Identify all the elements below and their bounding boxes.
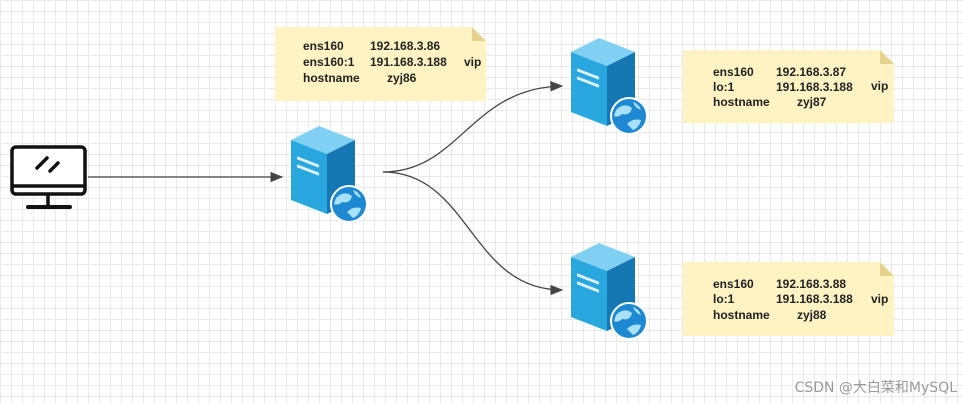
web-server-icon	[570, 242, 648, 340]
note-label: hostname	[713, 308, 770, 322]
vip-tag: vip	[871, 292, 889, 306]
note-label: ens160	[303, 39, 344, 53]
web-server-icon	[290, 125, 368, 223]
note-value: zyj87	[797, 95, 827, 109]
note-label: ens160:1	[303, 55, 355, 69]
note-label: hostname	[713, 95, 770, 109]
note-label: hostname	[303, 71, 360, 85]
note-server88: ens160 192.168.3.88 lo:1 191.168.3.188 v…	[683, 262, 894, 336]
note-value: 191.168.3.188	[776, 292, 853, 306]
note-label: lo:1	[713, 80, 735, 94]
note-label: ens160	[713, 277, 754, 291]
monitor-icon	[10, 145, 87, 209]
note-value: 192.168.3.86	[370, 39, 441, 53]
vip-tag: vip	[464, 55, 482, 69]
note-value: 191.168.3.188	[370, 55, 447, 69]
lb-to-server88-arrow	[382, 171, 564, 296]
note-value: 192.168.3.87	[776, 65, 847, 79]
note-value: zyj86	[387, 71, 417, 85]
note-server87: ens160 192.168.3.87 lo:1 191.168.3.188 v…	[683, 50, 894, 123]
web-server-icon	[570, 37, 648, 135]
note-value: 192.168.3.88	[776, 277, 847, 291]
lb-to-server87-arrow	[382, 81, 564, 173]
note-value: 191.168.3.188	[776, 80, 853, 94]
watermark: CSDN @大白菜和MySQL	[794, 380, 957, 396]
note-label: ens160	[713, 65, 754, 79]
note-label: lo:1	[713, 292, 735, 306]
note-value: zyj88	[797, 308, 827, 322]
note-server86: ens160 192.168.3.86 ens160:1 191.168.3.1…	[275, 27, 486, 101]
vip-tag: vip	[871, 79, 889, 93]
